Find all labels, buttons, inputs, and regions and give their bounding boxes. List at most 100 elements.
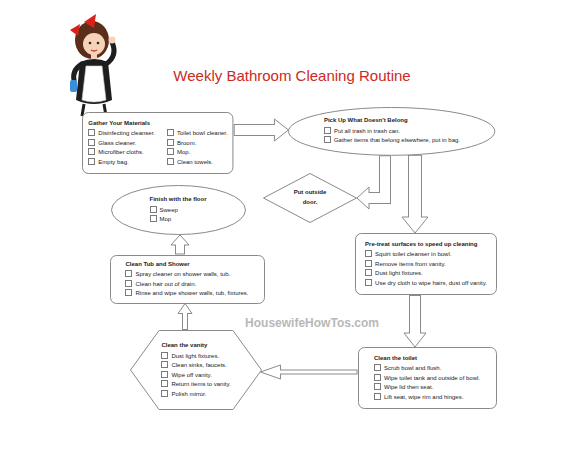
checklist-text: Mop [160, 216, 172, 222]
checkbox [365, 279, 372, 286]
checklist-text: Rinse and wipe shower walls, tub, fixtur… [135, 290, 248, 296]
arrow-head [261, 365, 281, 379]
checklist-text: Wipe off vanity. [171, 372, 211, 378]
node-heading: Pick Up What Doesn't Belong [324, 116, 460, 126]
checkbox [167, 148, 174, 155]
checklist-item: Sweep [150, 206, 207, 216]
checklist-item: Microfiber cloths. [88, 148, 155, 158]
checkbox [161, 352, 168, 359]
block-arrow [234, 119, 289, 141]
node-content: Clean the vanityDust light fixtures.Clea… [161, 341, 230, 399]
checklist-item: Scrub bowl and flush. [374, 364, 480, 374]
block-arrow [171, 235, 189, 255]
arrow-head [274, 119, 288, 141]
checklist-item: Clean sinks, faucets. [161, 361, 230, 371]
checklist-item: Rinse and wipe shower walls, tub, fixtur… [125, 289, 248, 299]
checklist-item: Dust light fixtures. [365, 269, 487, 279]
outline [356, 234, 497, 295]
face [83, 33, 105, 55]
outline [358, 348, 496, 409]
checkbox [167, 139, 174, 146]
decision-diamond: Put outside door. [263, 173, 357, 223]
checkbox [365, 260, 372, 267]
node-content: Pre-treat surfaces to speed up cleaningS… [365, 240, 487, 289]
checkbox [167, 129, 174, 136]
arrow-shaft-fill [176, 243, 184, 254]
checklist-text: Wipe toilet tank and outside of bowl. [384, 375, 480, 381]
checkbox [150, 215, 157, 222]
checklist-item: Empty bag. [88, 158, 155, 168]
checkbox [161, 371, 168, 378]
shape-outline [111, 185, 246, 235]
arm [106, 42, 114, 64]
shape-outline [263, 173, 357, 223]
node-heading: Put outside door. [289, 188, 331, 207]
checkbox [167, 158, 174, 165]
checklist-item: Spray cleaner on shower walls, tub. [125, 270, 248, 280]
arrow-shaft-fill [409, 156, 421, 219]
node-content: Gather Your MaterialsDisinfecting cleans… [88, 119, 227, 168]
checklist-text: Mop. [177, 149, 190, 155]
checklist-item: Wipe toilet tank and outside of bowl. [374, 374, 480, 384]
watermark: HousewifeHowTos.com [245, 316, 379, 330]
checklist-text: Return items to vanity. [171, 381, 230, 387]
checklist-text: Remove items from vanity. [375, 261, 446, 267]
checklist-item: Glass cleaner. [88, 139, 155, 149]
checkbox [88, 129, 95, 136]
apron [82, 66, 106, 102]
eye [89, 42, 92, 45]
checklist-item: Broom. [167, 139, 228, 149]
checkbox [125, 280, 132, 287]
arrow-head [402, 217, 428, 233]
node-heading: Clean Tub and Shower [125, 260, 248, 270]
checklist-item: Squirt toilet cleanser in bowl. [365, 250, 487, 260]
checkbox [374, 383, 381, 390]
housewife-illustration [0, 0, 130, 120]
block-arrow [357, 155, 385, 209]
checklist-text: Gather items that belong elsewhere, put … [334, 137, 460, 143]
node-heading: Pre-treat surfaces to speed up cleaning [365, 240, 487, 250]
arrow-shaft-fill [367, 156, 385, 198]
hand [109, 37, 116, 44]
checklist-item: Wipe off vanity. [161, 371, 230, 381]
checklist-item: Lift seat, wipe rim and hinges. [374, 393, 480, 403]
checkbox [324, 127, 331, 134]
checklist-text: Sweep [160, 207, 178, 213]
outline [264, 174, 357, 223]
checklist-text: Scrub bowl and flush. [384, 365, 441, 371]
checklist-text: Use dry cloth to wipe hairs, dust off va… [375, 280, 487, 286]
node-content: Finish with the floorSweepMop [150, 195, 207, 225]
checklist-text: Clean sinks, faucets. [171, 362, 226, 368]
checklist-item: Clean hair out of drain. [125, 280, 248, 290]
eye [97, 42, 100, 45]
checkbox [161, 361, 168, 368]
node-content: Clean Tub and ShowerSpray cleaner on sho… [125, 260, 248, 299]
hair-bow [70, 14, 96, 36]
node-heading: Clean the toilet [374, 354, 480, 364]
checklist-item: Mop. [167, 148, 228, 158]
checkbox [161, 390, 168, 397]
checklist-item: Use dry cloth to wipe hairs, dust off va… [365, 279, 487, 289]
step-hexagon: Clean the vanityDust light fixtures.Clea… [130, 330, 262, 410]
checklist-text: Disinfecting cleanser. [98, 130, 155, 136]
checkbox [365, 250, 372, 257]
checklist-text: Clean towels. [177, 159, 213, 165]
checkbox [88, 148, 95, 155]
node-heading: Clean the vanity [161, 341, 230, 351]
checkbox [161, 380, 168, 387]
outline [83, 113, 233, 174]
process-box: Clean Tub and ShowerSpray cleaner on sho… [110, 255, 265, 304]
checkbox [150, 206, 157, 213]
arrow-shaft-fill [279, 371, 357, 374]
arrow-shaft-fill [183, 312, 187, 330]
checklist-item: Gather items that belong elsewhere, put … [324, 136, 460, 146]
checkbox [88, 139, 95, 146]
checklist-text: Broom. [177, 140, 196, 146]
outline [110, 255, 264, 303]
mouth [91, 50, 97, 51]
checkbox [125, 289, 132, 296]
node-content: Clean the toiletScrub bowl and flush. Wip… [374, 354, 480, 403]
checklist-text: Toilet bowl cleaner. [177, 130, 228, 136]
arm [74, 64, 82, 80]
process-box: Gather Your MaterialsDisinfecting cleans… [82, 112, 233, 174]
